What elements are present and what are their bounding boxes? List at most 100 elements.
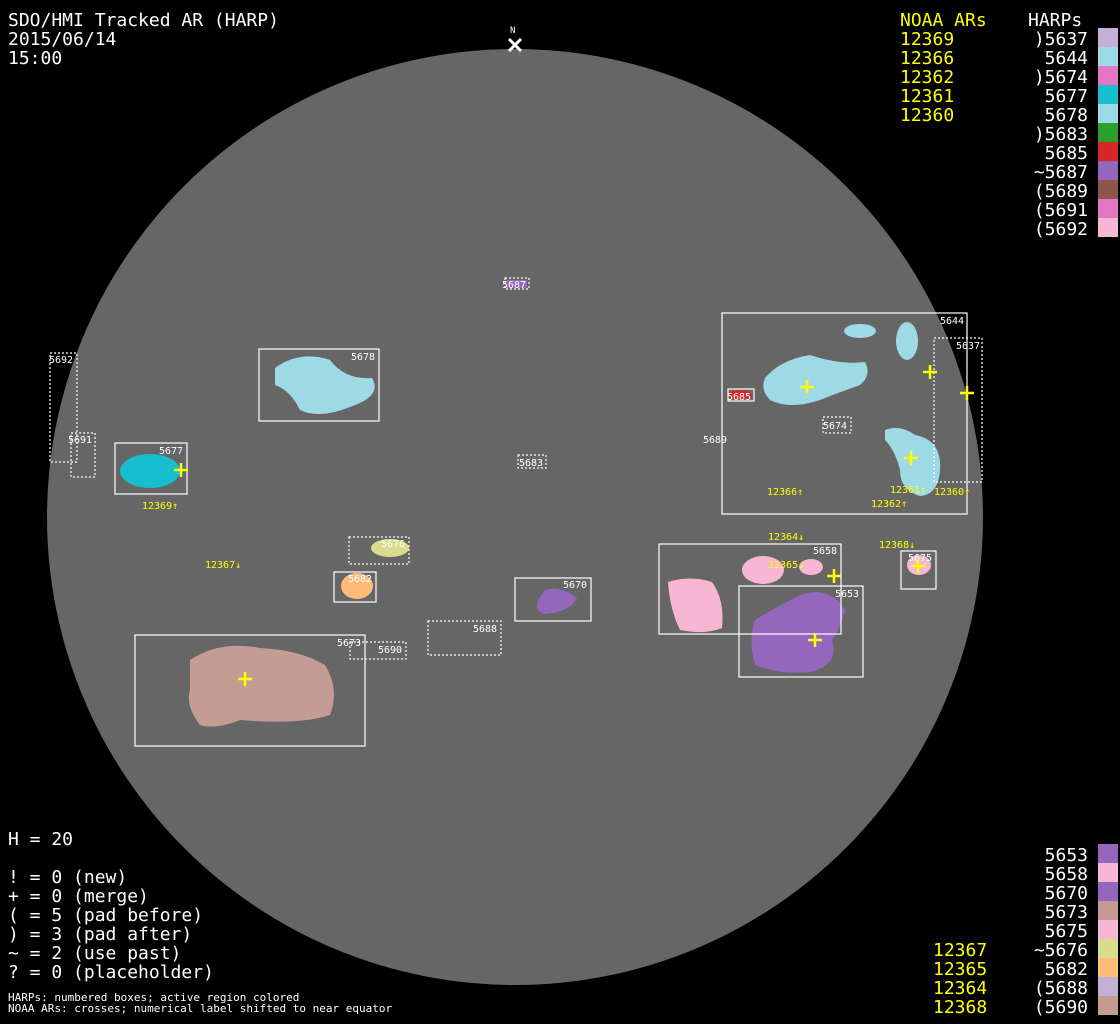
harp-color-swatch xyxy=(1098,218,1118,237)
noaa-label: 12365↓ xyxy=(768,560,804,571)
harp-label: 5692 xyxy=(49,355,73,366)
harp-box-5682 xyxy=(333,571,377,603)
harp-list-item: (5690 xyxy=(1033,997,1088,1018)
harp-label: 5691 xyxy=(68,435,92,446)
harp-heading: HARPs xyxy=(1028,10,1083,31)
noaa-list-item: 12367 xyxy=(933,940,988,961)
harp-box-5644 xyxy=(721,312,968,515)
harp-label: 5685 xyxy=(727,392,751,403)
region-5678 xyxy=(275,356,375,414)
noaa-label: 12361↑ xyxy=(890,485,926,496)
harp-label: 5690 xyxy=(378,645,402,656)
noaa-label: 12367↓ xyxy=(205,560,241,571)
harp-label: 5653 xyxy=(835,589,859,600)
noaa-heading: NOAA ARs xyxy=(900,10,987,31)
time: 15:00 xyxy=(8,48,63,69)
noaa-label: 12364↓ xyxy=(768,532,804,543)
harp-label: 5675 xyxy=(908,553,932,564)
harp-list-item: ~5676 xyxy=(1033,940,1088,961)
harp-list-item: ~5687 xyxy=(1033,162,1088,183)
harp-list-item: 5670 xyxy=(1044,883,1088,904)
harp-box-5674 xyxy=(822,416,852,434)
harp-color-swatch xyxy=(1098,920,1118,939)
harp-list-item: 5685 xyxy=(1044,143,1088,164)
harp-label: 5670 xyxy=(563,580,587,591)
harp-list-item: 5675 xyxy=(1044,921,1088,942)
stats-line: ( = 5 (pad before) xyxy=(8,905,204,926)
harp-color-swatch xyxy=(1098,939,1118,958)
harp-box-5670 xyxy=(514,577,592,622)
north-label: N xyxy=(510,26,515,36)
harp-label: 5688 xyxy=(473,624,497,635)
harp-list-item: 5678 xyxy=(1044,105,1088,126)
stats-line: ? = 0 (placeholder) xyxy=(8,962,214,983)
active-regions xyxy=(120,280,941,727)
north-marker xyxy=(507,37,523,53)
stats-line: + = 0 (merge) xyxy=(8,886,149,907)
harp-box-5677 xyxy=(114,442,188,495)
date: 2015/06/14 xyxy=(8,29,117,50)
solar-disk xyxy=(47,49,983,985)
harp-color-swatch xyxy=(1098,844,1118,863)
harp-box-5637 xyxy=(933,337,983,483)
region-5653 xyxy=(751,592,845,673)
harp-box-5683 xyxy=(517,454,547,469)
harp-list-item: 5677 xyxy=(1044,86,1088,107)
region-5658-c xyxy=(799,559,823,575)
harp-list-item: 5682 xyxy=(1044,959,1088,980)
noaa-label: 12362↑ xyxy=(871,499,907,510)
harp-label: 5687 xyxy=(502,280,526,291)
harp-label: 5673 xyxy=(337,638,361,649)
harp-box-5678 xyxy=(258,348,380,422)
noaa-crosses xyxy=(174,365,974,686)
region-5687 xyxy=(507,280,527,288)
harp-label: 5678 xyxy=(351,352,375,363)
harp-color-swatch xyxy=(1098,123,1118,142)
noaa-list-item: 12362 xyxy=(900,67,955,88)
region-5658-b xyxy=(742,556,784,584)
stats-line: ~ = 2 (use past) xyxy=(8,943,182,964)
region-5644-c xyxy=(896,322,918,360)
harp-box-5688 xyxy=(427,620,502,656)
noaa-list-item: 12360 xyxy=(900,105,955,126)
harp-box-5691 xyxy=(70,432,96,478)
harp-list-item: )5637 xyxy=(1033,29,1088,50)
region-5673 xyxy=(188,645,334,727)
harp-color-swatch xyxy=(1098,180,1118,199)
region-5670 xyxy=(536,588,577,614)
noaa-list-item: 12366 xyxy=(900,48,955,69)
region-5682 xyxy=(341,573,373,599)
harp-label: 5644 xyxy=(940,316,964,327)
harp-box-5692 xyxy=(49,352,78,463)
harp-color-swatch xyxy=(1098,161,1118,180)
harp-color-swatch xyxy=(1098,977,1118,996)
harp-labels: 5644 5637 5678 5677 5692 5691 5687 5683 … xyxy=(49,280,980,656)
noaa-list-item: 12365 xyxy=(933,959,988,980)
region-5644-b xyxy=(844,324,876,338)
harp-label: 5674 xyxy=(823,421,847,432)
harp-list-item: )5683 xyxy=(1033,124,1088,145)
harp-list-item: 5673 xyxy=(1044,902,1088,923)
harp-label: 5683 xyxy=(519,458,543,469)
noaa-labels: 12369↑ 12367↓ 12366↑ 12362↑ 12361↑ 12360… xyxy=(142,485,970,571)
noaa-list-item: 12369 xyxy=(900,29,955,50)
region-5677 xyxy=(120,454,180,488)
noaa-label: 12360↑ xyxy=(934,487,970,498)
harp-list-item: (5692 xyxy=(1033,219,1088,240)
harp-color-swatch xyxy=(1098,863,1118,882)
harp-label: 5658 xyxy=(813,546,837,557)
harp-box-5676 xyxy=(348,536,410,565)
region-5685 xyxy=(728,390,752,400)
harp-box-5685 xyxy=(727,388,755,402)
harp-color-swatch xyxy=(1098,996,1118,1015)
region-5676 xyxy=(371,539,409,557)
harp-box-5675 xyxy=(900,550,937,590)
harp-list-item: 5644 xyxy=(1044,48,1088,69)
noaa-label: 12369↑ xyxy=(142,501,178,512)
region-5644-a xyxy=(763,355,868,405)
noaa-list-item: 12361 xyxy=(900,86,955,107)
harp-label: 5682 xyxy=(348,574,372,585)
harp-box-5653 xyxy=(738,585,864,678)
harp-color-swatch xyxy=(1098,85,1118,104)
